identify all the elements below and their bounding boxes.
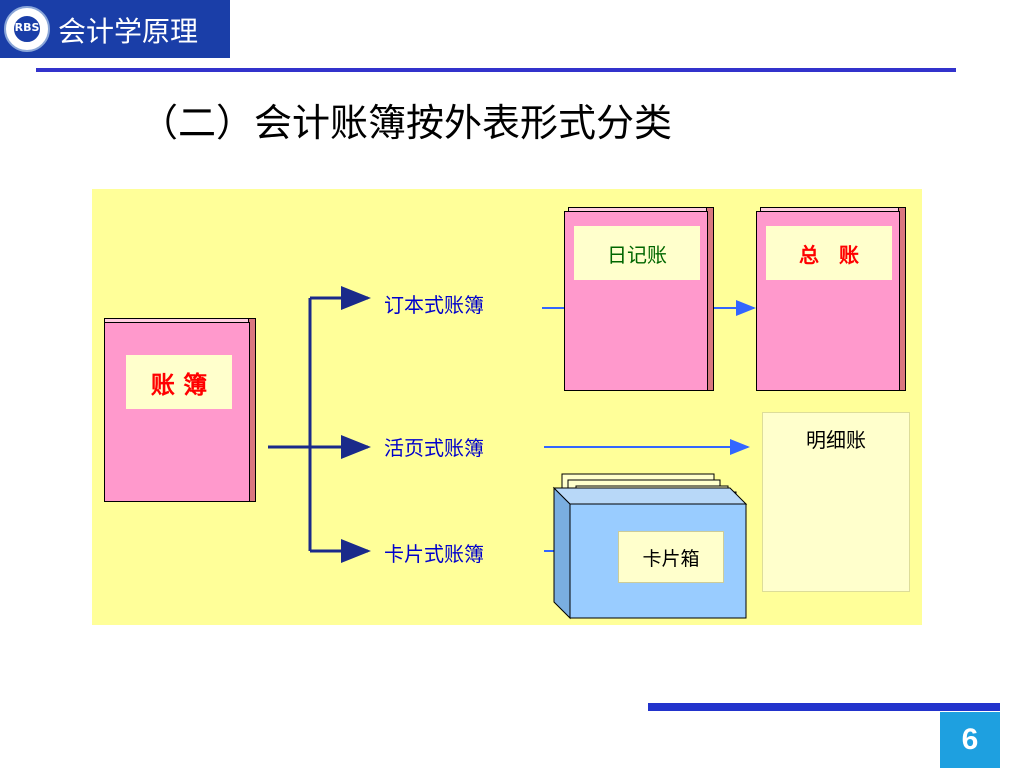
seal-inner-ring <box>12 14 42 44</box>
seal-logo-text: RBS <box>14 21 40 34</box>
school-seal-logo <box>4 6 50 52</box>
card-box-label: 卡片箱 <box>618 531 724 583</box>
root-ledger-label: 账 簿 <box>126 355 232 409</box>
detail-ledger-label: 明细账 <box>806 428 866 452</box>
detail-ledger-box <box>762 412 910 592</box>
card-ledger-label: 卡片式账簿 <box>384 542 484 566</box>
header-rule <box>36 68 956 72</box>
footer-rule <box>648 703 1000 711</box>
general-ledger-label: 总 账 <box>766 226 892 280</box>
page-number-badge: 6 <box>940 712 1000 768</box>
journal-label: 日记账 <box>574 226 700 280</box>
bound-ledger-label: 订本式账簿 <box>384 293 484 317</box>
root-ledger-book-icon <box>104 318 256 502</box>
slide-title: （二）会计账簿按外表形式分类 <box>140 101 673 145</box>
loose-leaf-ledger-label: 活页式账簿 <box>384 436 484 460</box>
course-title: 会计学原理 <box>58 15 199 48</box>
